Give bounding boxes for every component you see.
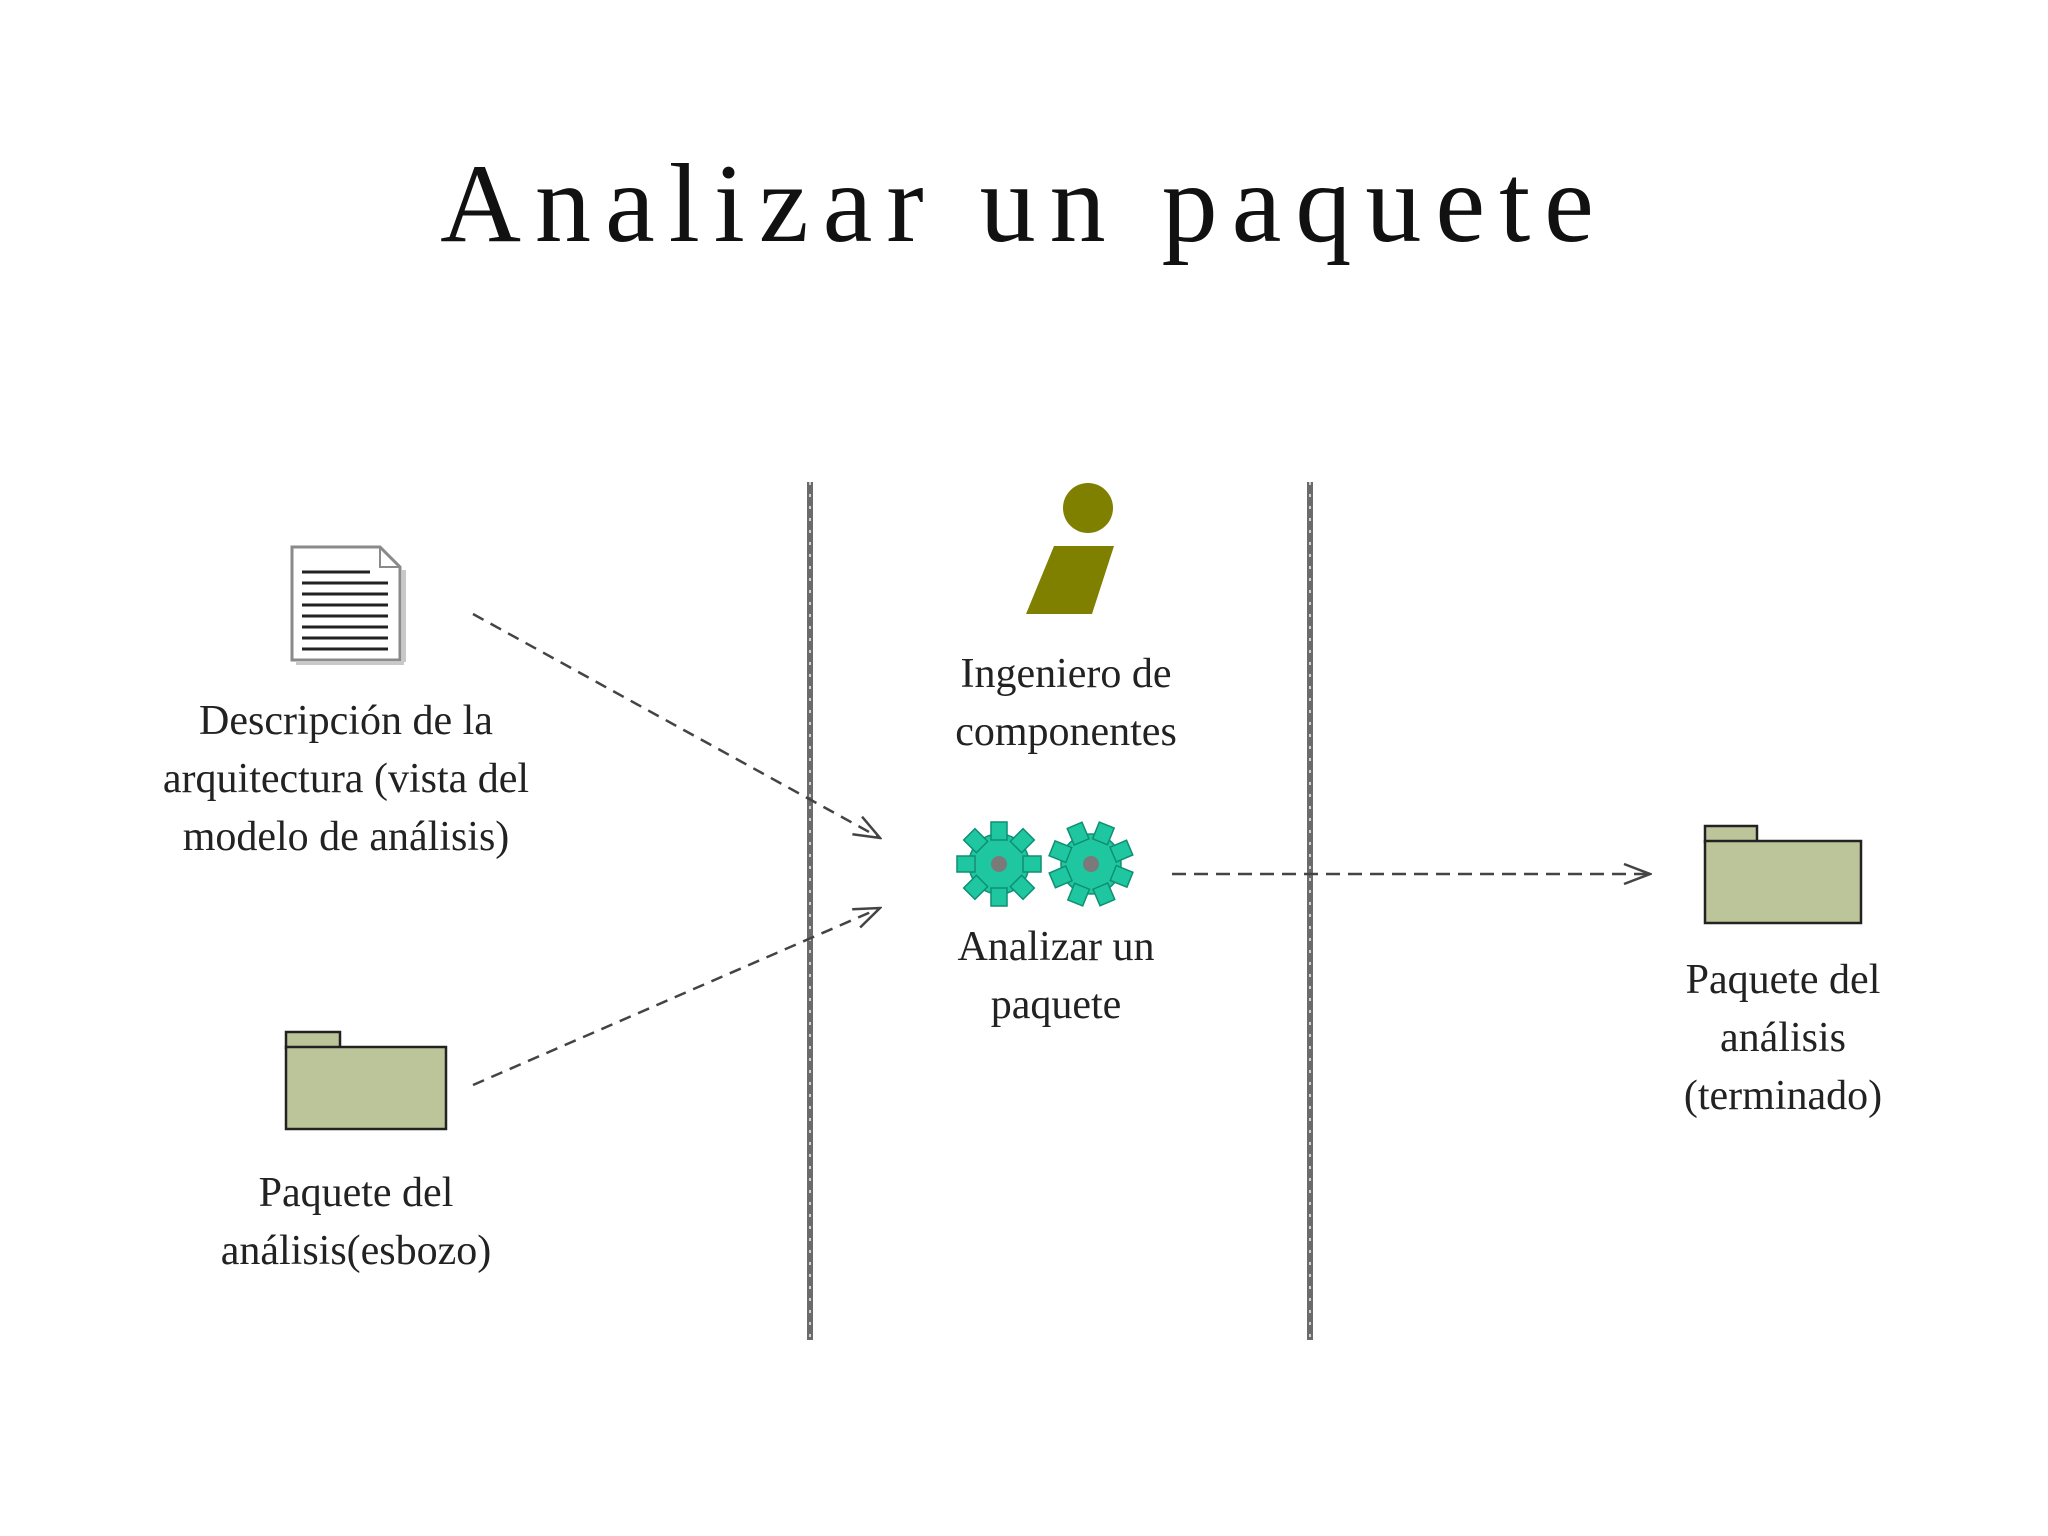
arrow-doc-to-activity <box>472 612 880 838</box>
folder-icon-finished <box>1703 824 1863 925</box>
slide-title: Analizar un paquete <box>440 142 1608 266</box>
label-package-finished: Paquete del análisis (terminado) <box>1683 957 1883 1119</box>
folder-icon-draft <box>284 1030 448 1131</box>
label-activity: Analizar un paquete <box>957 924 1155 1028</box>
label-architecture-description: Descripción de la arquitectura (vista de… <box>162 698 530 860</box>
worker-icon <box>1026 483 1114 614</box>
gears-icon <box>956 821 1134 907</box>
arrow-draft-to-activity <box>472 908 880 1087</box>
document-icon <box>290 545 406 665</box>
label-worker-role: Ingeniero de componentes <box>955 651 1177 755</box>
label-package-draft: Paquete del análisis(esbozo) <box>220 1170 492 1274</box>
